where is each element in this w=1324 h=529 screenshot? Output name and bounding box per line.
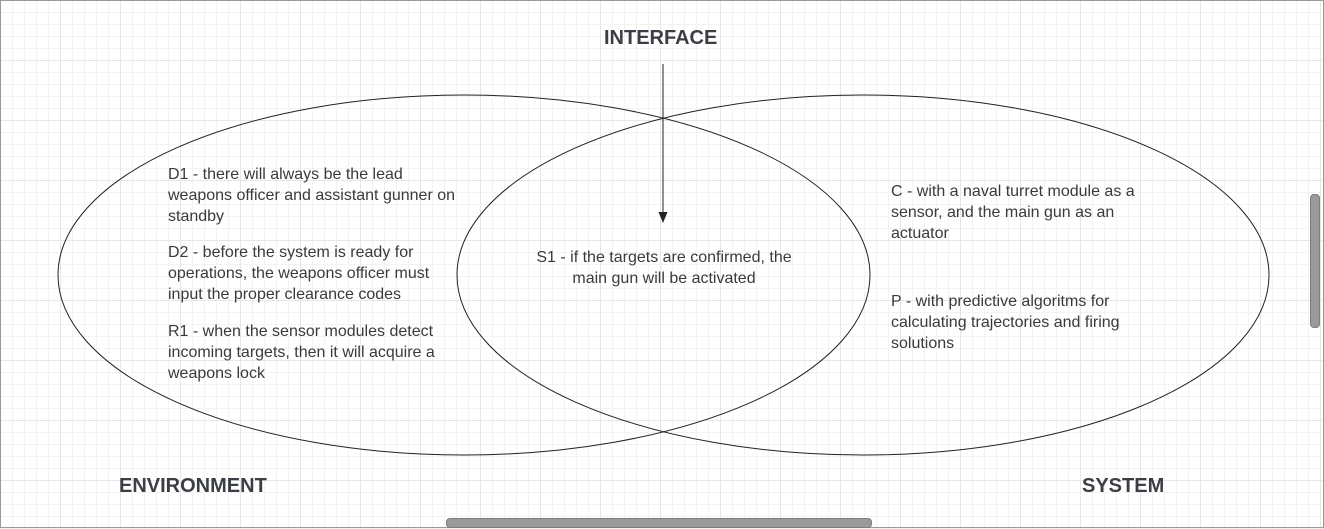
horizontal-scrollbar[interactable] — [446, 518, 872, 528]
interface-arrow-head — [658, 212, 668, 223]
interface-label: INTERFACE — [604, 27, 718, 49]
note-r1[interactable]: R1 - when the sensor modules detect inco… — [168, 323, 435, 382]
note-s1[interactable]: S1 - if the targets are confirmed, the m… — [536, 249, 792, 287]
environment-ellipse[interactable] — [57, 94, 871, 456]
note-p[interactable]: P - with predictive algoritms for calcul… — [891, 293, 1120, 352]
system-label: SYSTEM — [1082, 475, 1165, 497]
vertical-scrollbar[interactable] — [1310, 194, 1320, 328]
note-c[interactable]: C - with a naval turret module as a sens… — [891, 183, 1135, 242]
note-d2[interactable]: D2 - before the system is ready for oper… — [168, 244, 430, 303]
note-d1[interactable]: D1 - there will always be the lead weapo… — [168, 166, 456, 225]
system-ellipse[interactable] — [456, 94, 1270, 456]
environment-label: ENVIRONMENT — [119, 475, 267, 497]
